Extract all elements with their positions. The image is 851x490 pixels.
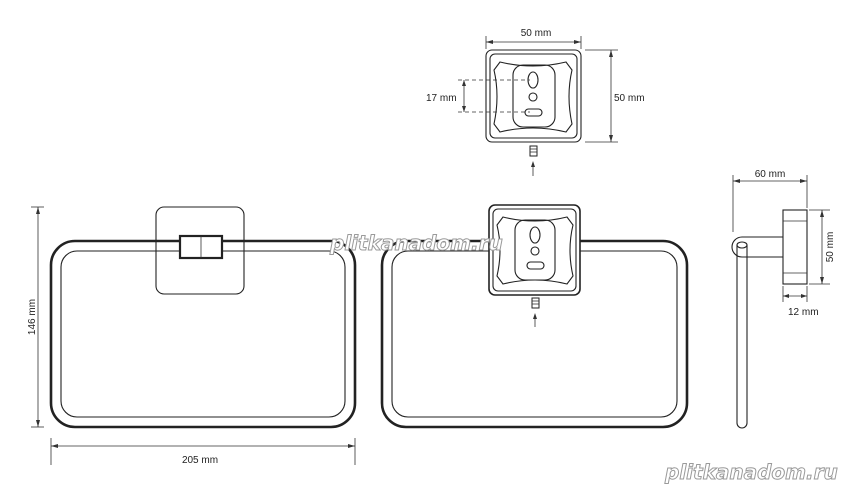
dimension-height-overall: 146 mm <box>27 206 44 428</box>
installation-view <box>380 204 689 429</box>
side-wall-plate <box>782 209 808 285</box>
screw-icon <box>529 145 538 176</box>
dimension-plate-width-label: 50 mm <box>521 28 552 39</box>
dimension-depth: 60 mm <box>732 169 808 232</box>
side-view: 60 mm 50 mm 12 mm <box>731 169 836 429</box>
dimension-side-height: 50 mm <box>809 209 836 285</box>
dimension-width-overall-label: 205 mm <box>182 455 218 466</box>
watermark-center: plitkanadom.ru <box>329 231 503 255</box>
front-view: 146 mm 205 mm <box>27 206 357 466</box>
dimension-plate-thickness: 12 mm <box>782 286 819 318</box>
dimension-plate-thickness-label: 12 mm <box>788 307 819 318</box>
dimension-hole-spacing-label: 17 mm <box>426 93 457 104</box>
dimension-plate-width: 50 mm <box>485 28 582 49</box>
plate-keyhole-insert <box>512 64 556 128</box>
dimension-hole-spacing: 17 mm <box>426 79 530 113</box>
dimension-depth-label: 60 mm <box>755 169 786 180</box>
dimension-side-height-label: 50 mm <box>825 232 836 263</box>
front-ring-inner <box>60 250 346 418</box>
dimension-plate-height-label: 50 mm <box>614 93 645 104</box>
dimension-plate-height: 50 mm <box>585 49 645 143</box>
dimension-width-overall: 205 mm <box>50 438 356 466</box>
watermark-corner: plitkanadom.ru <box>664 460 838 484</box>
plate-detail-view: 50 mm 50 mm 17 mm <box>426 28 645 176</box>
dimension-height-overall-label: 146 mm <box>27 299 38 335</box>
screw-icon <box>531 297 540 327</box>
front-ring-outer <box>49 239 357 429</box>
